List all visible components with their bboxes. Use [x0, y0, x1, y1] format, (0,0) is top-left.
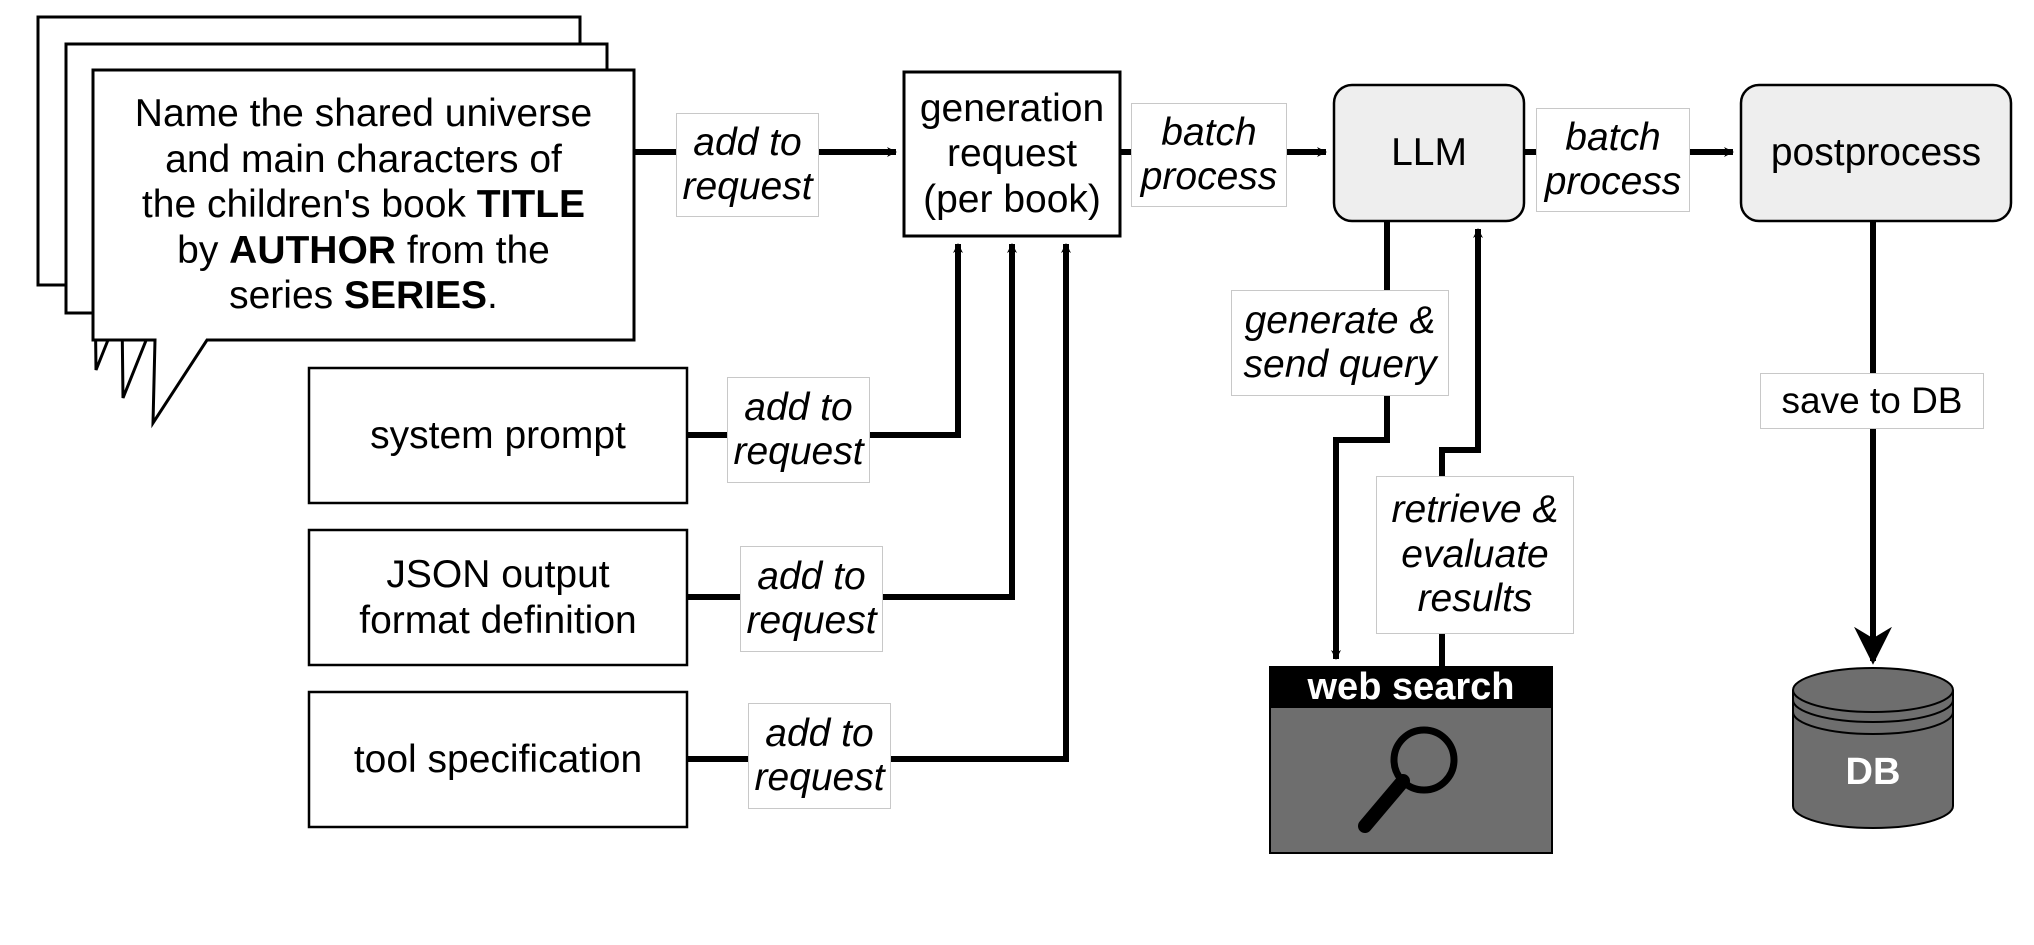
magnifier-icon [1390, 726, 1458, 794]
database-icon [1792, 667, 1954, 829]
json-format-box [307, 528, 689, 667]
prompt-line-2: and main characters of [165, 137, 562, 181]
edge-label-generate-query: generate &send query [1231, 290, 1449, 396]
generation-request-label: generation request (per book) [919, 86, 1105, 221]
prompt-card-front [91, 68, 636, 429]
web-search-icon [1269, 666, 1553, 854]
web-search-label: web search [1307, 666, 1515, 709]
llm-label: LLM [1391, 131, 1467, 175]
json-format-label: JSON output format definition [359, 552, 637, 642]
prompt-line-1: Name the shared universe [134, 91, 593, 135]
prompt-card-text: Name the shared universe and main charac… [95, 74, 632, 336]
title-placeholder: TITLE [476, 183, 586, 227]
prompt-line-5: series SERIES. [229, 274, 498, 318]
generation-request-box [902, 70, 1122, 238]
tool-spec-label: tool specification [353, 737, 643, 781]
series-placeholder: SERIES [343, 274, 488, 318]
prompt-line-4: by AUTHOR from the [177, 228, 550, 272]
edge-label-save-to-db: save to DB [1760, 373, 1984, 429]
prompt-line-3: the children's book TITLE [141, 183, 586, 227]
db-label: DB [1845, 750, 1901, 793]
postprocess-label: postprocess [1770, 131, 1982, 175]
author-placeholder: AUTHOR [229, 228, 396, 272]
system-prompt-label: system prompt [370, 413, 626, 457]
